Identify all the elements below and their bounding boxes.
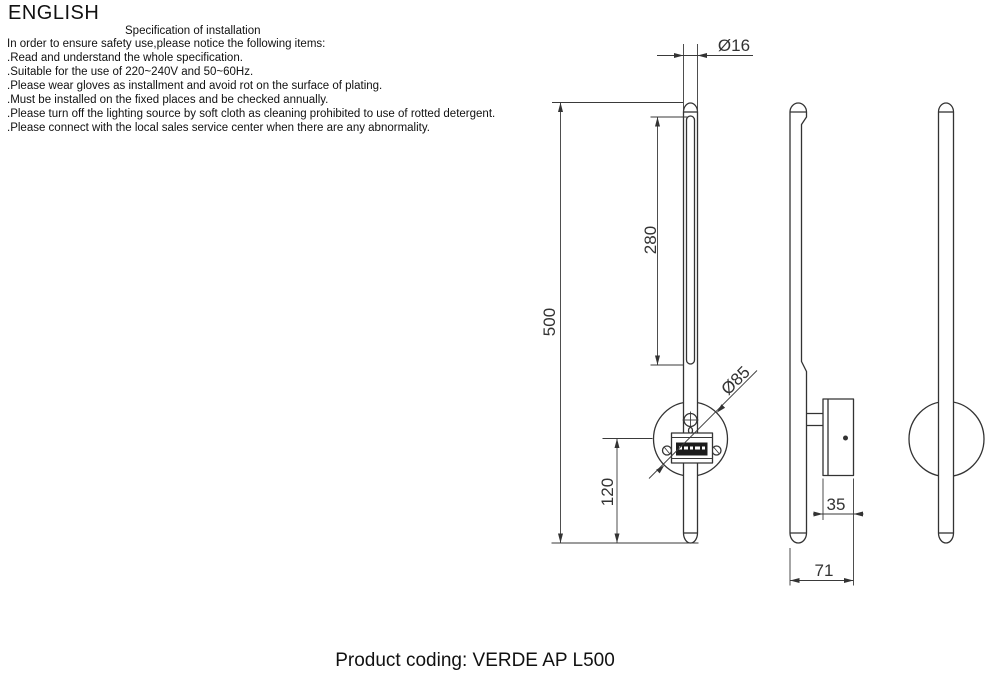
instruction-item: .Please wear gloves as installment and a… [7,80,383,92]
dim-label-bottom-offset: 120 [598,477,617,507]
dim-label-bracket-depth: 35 [826,495,846,514]
rear-view-drawing [908,102,985,544]
side-tube-top-dome [789,102,808,113]
dim-wall-plate-diameter [648,370,758,479]
dim-overall-height [551,102,699,544]
lamp-tube-front [682,102,699,544]
dim-tube-diameter [657,44,753,112]
dim-label-overall-height: 500 [540,307,559,337]
instruction-item: .Read and understand the whole specifica… [7,52,243,64]
product-coding: Product coding: VERDE AP L500 [335,650,615,671]
dim-label-total-depth: 71 [814,561,834,580]
instructions-intro: In order to ensure safety use,please not… [7,38,326,50]
side-view-drawing [789,102,864,586]
terminal-block [661,432,722,464]
instruction-item: .Suitable for the use of 220~240V and 50… [7,66,254,78]
dim-bottom-offset [602,438,653,543]
installation-instructions: In order to ensure safety use,please not… [7,37,495,135]
instruction-item: .Please turn off the lighting source by … [7,108,496,120]
side-tube-right-edge [800,112,808,533]
led-lens-window [685,115,696,365]
dim-label-tube-diameter: Ø16 [717,36,751,55]
spec-title: Specification of installation [125,25,261,37]
instruction-item: .Please connect with the local sales ser… [7,122,430,134]
front-view-drawing [551,44,758,544]
page-title: ENGLISH [8,2,100,24]
instruction-item: .Must be installed on the fixed places a… [7,94,329,106]
dim-total-depth [789,548,854,586]
dim-bracket-depth [813,478,864,586]
bracket-screw-dot [843,435,848,441]
terminal-label-marks [679,446,705,450]
side-tube-bottom-dome [789,532,808,544]
dim-label-led-length: 280 [641,225,660,255]
dim-led-length [650,116,688,366]
lamp-tube-rear [937,102,955,544]
